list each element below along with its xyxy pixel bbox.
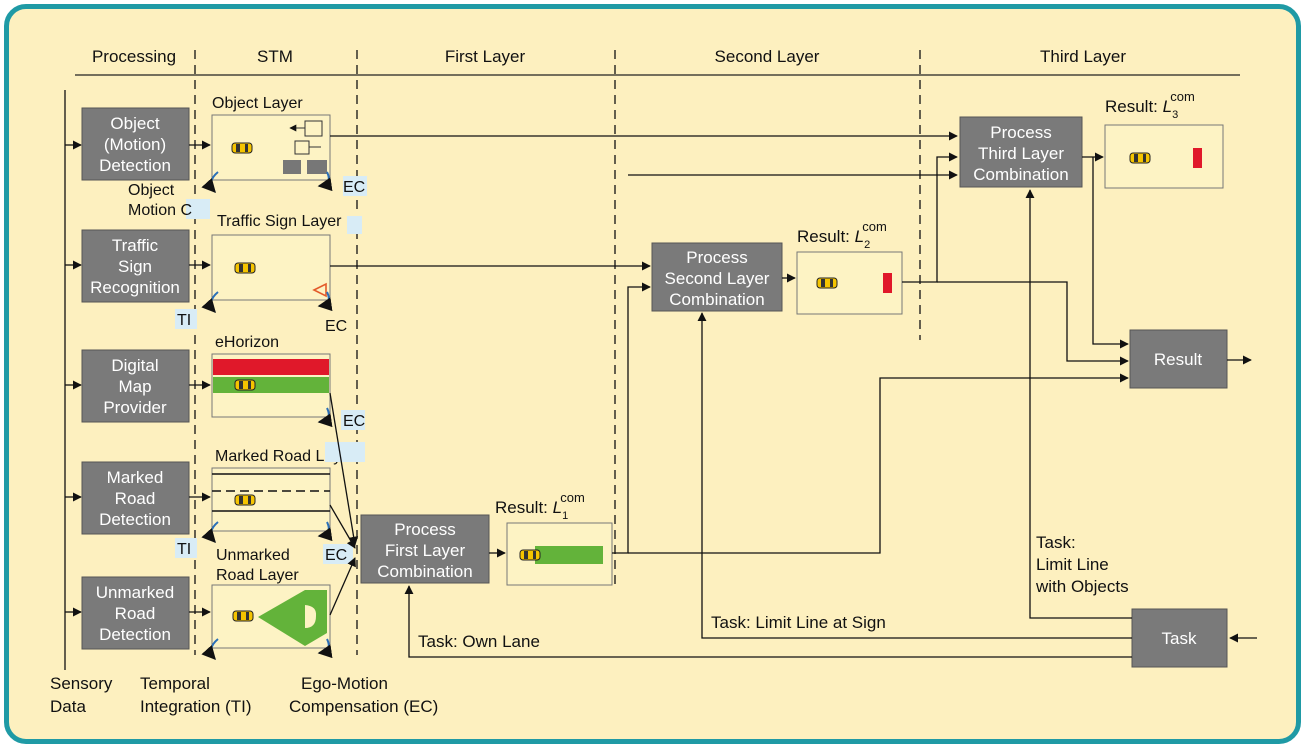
stm-object-layer: Object Layer <box>212 95 330 180</box>
final-result-box: Result <box>1130 330 1227 388</box>
stm-tag-ti-marked: TI <box>175 538 197 558</box>
svg-text:Task: Task <box>1162 629 1197 648</box>
sensory-bus <box>65 90 81 670</box>
svg-text:EC: EC <box>343 413 365 430</box>
svg-text:Result: L3com: Result: L3com <box>1105 89 1195 121</box>
stm-tag-ec-marked: EC <box>323 544 353 564</box>
column-title-stm: STM <box>257 47 293 66</box>
svg-text:eHorizon: eHorizon <box>215 334 279 351</box>
result-panel-second-layer: Result: L2com <box>797 219 902 314</box>
svg-text:EC: EC <box>325 318 347 335</box>
stm-ehorizon: eHorizon <box>212 334 330 417</box>
column-title-second-layer: Second Layer <box>715 47 820 66</box>
car-icon <box>232 143 252 153</box>
stm-marked-road-layer <box>212 468 330 531</box>
result-panel-third-layer: Result: L3com <box>1105 89 1223 188</box>
svg-text:EC: EC <box>325 547 347 564</box>
task-label-limit-line-at-sign: Task: Limit Line at Sign <box>711 613 886 632</box>
car-icon <box>520 550 540 560</box>
svg-text:Result: L1com: Result: L1com <box>495 490 585 522</box>
stm-traffic-sign-layer-label: Traffic Sign Layer <box>217 213 342 230</box>
diagram-frame: Processing STM First Layer Second Layer … <box>4 4 1301 744</box>
column-title-processing: Processing <box>92 47 176 66</box>
car-icon <box>235 495 255 505</box>
svg-text:TI: TI <box>177 312 191 329</box>
svg-text:Result: Result <box>1154 350 1202 369</box>
stm-traffic-sign-layer <box>212 235 330 300</box>
stm-tag-ec-object: EC <box>343 176 367 196</box>
stm-tag-ec-traffic: EC <box>325 318 347 335</box>
car-icon <box>817 278 837 288</box>
task-label-own-lane: Task: Own Lane <box>418 632 540 651</box>
svg-text:Object Layer: Object Layer <box>212 95 303 112</box>
svg-text:EC: EC <box>343 179 365 196</box>
car-icon <box>1130 153 1150 163</box>
result-panel-first-layer: Result: L1com <box>495 490 612 585</box>
processing-box-object: Object(Motion)Detection <box>82 108 189 180</box>
task-box: Task <box>1132 609 1227 667</box>
car-icon <box>235 380 255 390</box>
column-title-third-layer: Third Layer <box>1040 47 1126 66</box>
stm-tag-ti-traffic: TI <box>175 309 197 329</box>
svg-text:TI: TI <box>177 541 191 558</box>
car-icon <box>233 611 253 621</box>
architecture-diagram: Processing STM First Layer Second Layer … <box>9 9 1301 744</box>
stm-tag-marker <box>347 216 362 234</box>
stm-tag-ec-ehorizon: EC <box>341 410 365 430</box>
svg-text:Result: L2com: Result: L2com <box>797 219 887 251</box>
stm-tag-highlight <box>325 442 365 462</box>
car-icon <box>235 263 255 273</box>
column-title-first-layer: First Layer <box>445 47 526 66</box>
